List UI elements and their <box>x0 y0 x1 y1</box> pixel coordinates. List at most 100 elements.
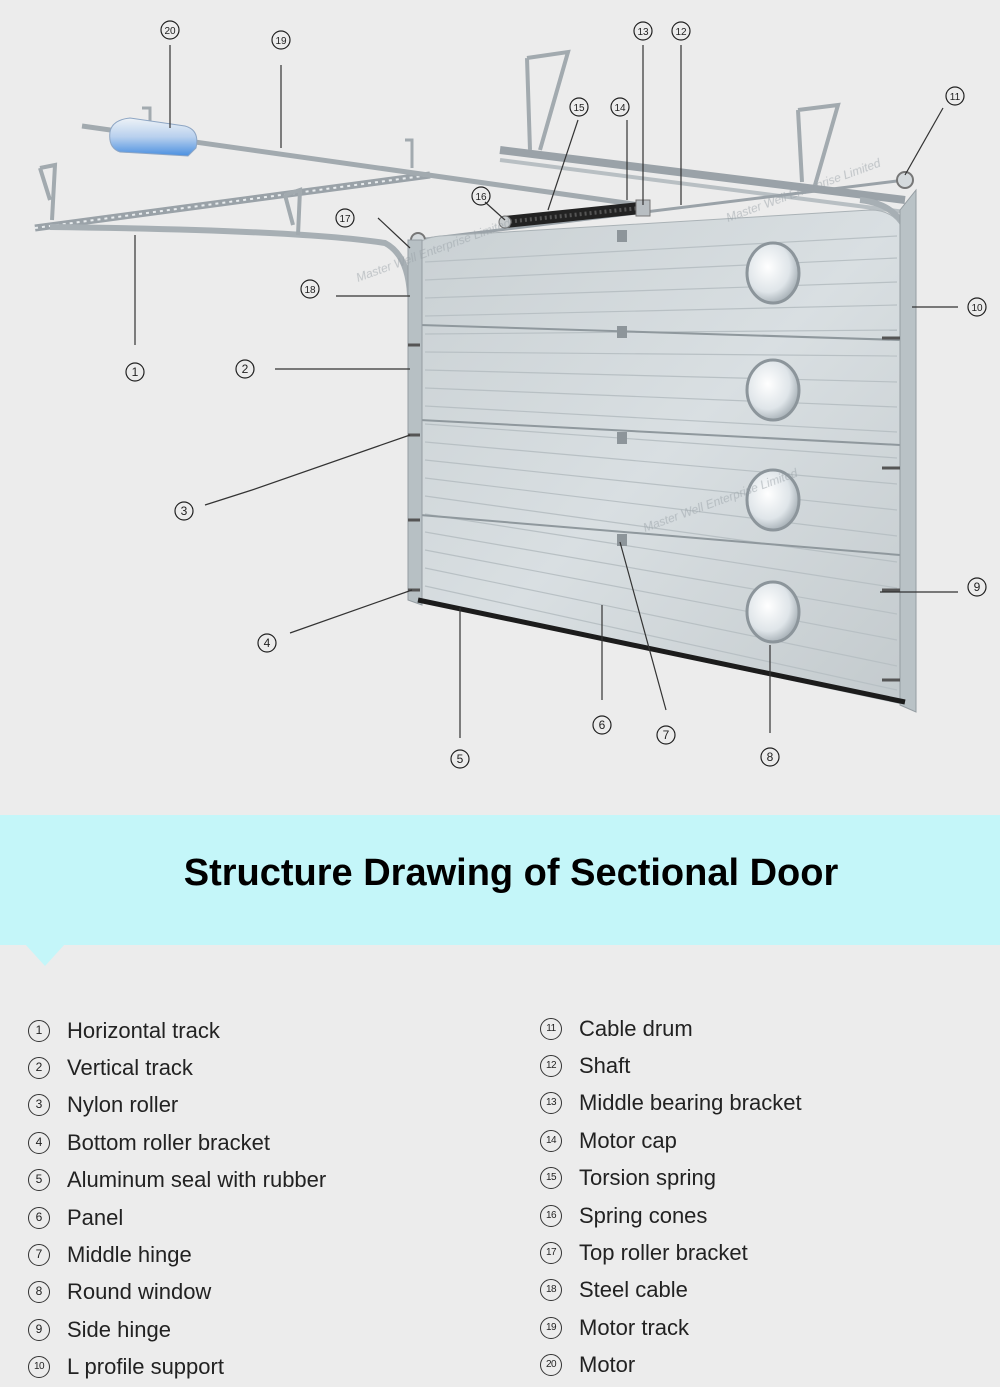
door-panel <box>407 188 917 713</box>
legend-left: 1 Horizontal track 2 Vertical track 3 Nylon… <box>28 1012 488 1386</box>
legend-label: L profile support <box>67 1354 224 1380</box>
callout-1: 1 <box>125 362 145 382</box>
callout-4: 4 <box>257 633 277 653</box>
legend-item: 14 Motor cap <box>540 1122 1000 1159</box>
legend-number: 3 <box>28 1094 50 1117</box>
legend-label: Panel <box>67 1204 124 1230</box>
round-window <box>745 241 801 644</box>
callout-number: 8 <box>767 750 774 764</box>
legend-label: Motor <box>579 1352 636 1378</box>
callout-number: 15 <box>573 103 585 114</box>
callout-number: 4 <box>264 636 271 650</box>
legend-number: 1 <box>28 1019 50 1042</box>
callout-number: 19 <box>275 36 287 47</box>
callout-12: 12 <box>671 21 691 41</box>
legend-item: 17 Top roller bracket <box>540 1234 1000 1271</box>
legend-item: 20 Motor <box>540 1347 1000 1384</box>
legend-number: 17 <box>540 1242 562 1265</box>
legend-item: 8 Round window <box>28 1274 488 1311</box>
callout-number: 10 <box>971 303 983 314</box>
callout-13: 13 <box>633 21 653 41</box>
callout-number: 20 <box>164 26 176 37</box>
legend-number: 12 <box>540 1055 562 1078</box>
legend-item: 10 L profile support <box>28 1349 488 1386</box>
legend-label: Round window <box>67 1279 212 1305</box>
page-title: Structure Drawing of Sectional Door <box>183 852 839 894</box>
callout-5: 5 <box>450 749 470 769</box>
sectional-door-diagram: Master Well Enterprise Limited Master We… <box>34 20 987 769</box>
callout-15: 15 <box>569 97 589 117</box>
callout-number: 3 <box>181 504 188 518</box>
callout-9: 9 <box>967 577 987 597</box>
legend-number: 13 <box>540 1092 562 1115</box>
legend-label: Top roller bracket <box>579 1240 748 1266</box>
legend-label: Vertical track <box>67 1055 193 1081</box>
callout-number: 16 <box>475 192 487 203</box>
callout-number: 1 <box>132 365 139 379</box>
legend-number: 16 <box>540 1204 562 1227</box>
callout-11: 11 <box>945 86 965 106</box>
legend-number: 4 <box>28 1131 50 1154</box>
legend-number: 8 <box>28 1281 50 1304</box>
legend-label: Nylon roller <box>67 1092 179 1118</box>
legend-label: Spring cones <box>579 1202 708 1228</box>
legend-item: 12 Shaft <box>540 1047 1000 1084</box>
callout-number: 7 <box>663 728 670 742</box>
callout-10: 10 <box>967 297 987 317</box>
legend-label: Aluminum seal with rubber <box>67 1167 327 1193</box>
banner-notch <box>25 944 65 966</box>
callout-2: 2 <box>235 359 255 379</box>
legend-number: 14 <box>540 1129 562 1152</box>
legend-label: Motor cap <box>579 1127 677 1153</box>
motor <box>109 117 198 157</box>
callout-19: 19 <box>271 30 291 50</box>
legend-number: 18 <box>540 1279 562 1302</box>
callout-18: 18 <box>300 279 320 299</box>
callout-16: 16 <box>471 186 491 206</box>
callout-14: 14 <box>610 97 630 117</box>
callout-20: 20 <box>160 20 180 40</box>
legend-item: 19 Motor track <box>540 1309 1000 1346</box>
callout-6: 6 <box>592 715 612 735</box>
legend-label: Motor track <box>579 1314 690 1340</box>
legend-item: 1 Horizontal track <box>28 1012 488 1049</box>
legend-number: 2 <box>28 1057 50 1080</box>
legend-number: 7 <box>28 1244 50 1267</box>
legend-item: 13 Middle bearing bracket <box>540 1085 1000 1122</box>
legend-label: Horizontal track <box>67 1017 220 1043</box>
leader-lines <box>134 45 958 738</box>
callout-number: 11 <box>950 92 961 103</box>
horizontal-track <box>34 171 431 296</box>
callout-number: 18 <box>304 285 316 296</box>
legend-number: 6 <box>28 1206 50 1229</box>
ceiling-brackets <box>38 49 841 236</box>
callout-17: 17 <box>335 208 355 228</box>
legend-label: Shaft <box>579 1053 631 1079</box>
legend-number: 10 <box>28 1356 50 1379</box>
legend-item: 9 Side hinge <box>28 1311 488 1348</box>
callout-7: 7 <box>656 725 676 745</box>
title-banner <box>0 815 1000 945</box>
callout-number: 5 <box>457 752 464 766</box>
legend-item: 18 Steel cable <box>540 1272 1000 1309</box>
torsion-spring <box>498 199 651 229</box>
legend-number: 9 <box>28 1318 50 1341</box>
legend-label: Middle bearing bracket <box>579 1090 802 1116</box>
legend-number: 19 <box>540 1316 562 1339</box>
callout-number: 2 <box>242 362 249 376</box>
legend-number: 11 <box>540 1017 562 1040</box>
legend-item: 6 Panel <box>28 1199 488 1236</box>
legend-item: 2 Vertical track <box>28 1049 488 1086</box>
callout-number: 13 <box>637 27 649 38</box>
legend-label: Steel cable <box>579 1277 688 1303</box>
legend-number: 20 <box>540 1354 562 1377</box>
legend-label: Side hinge <box>67 1316 171 1342</box>
legend-item: 16 Spring cones <box>540 1197 1000 1234</box>
legend-label: Middle hinge <box>67 1242 192 1268</box>
callout-8: 8 <box>760 747 780 767</box>
